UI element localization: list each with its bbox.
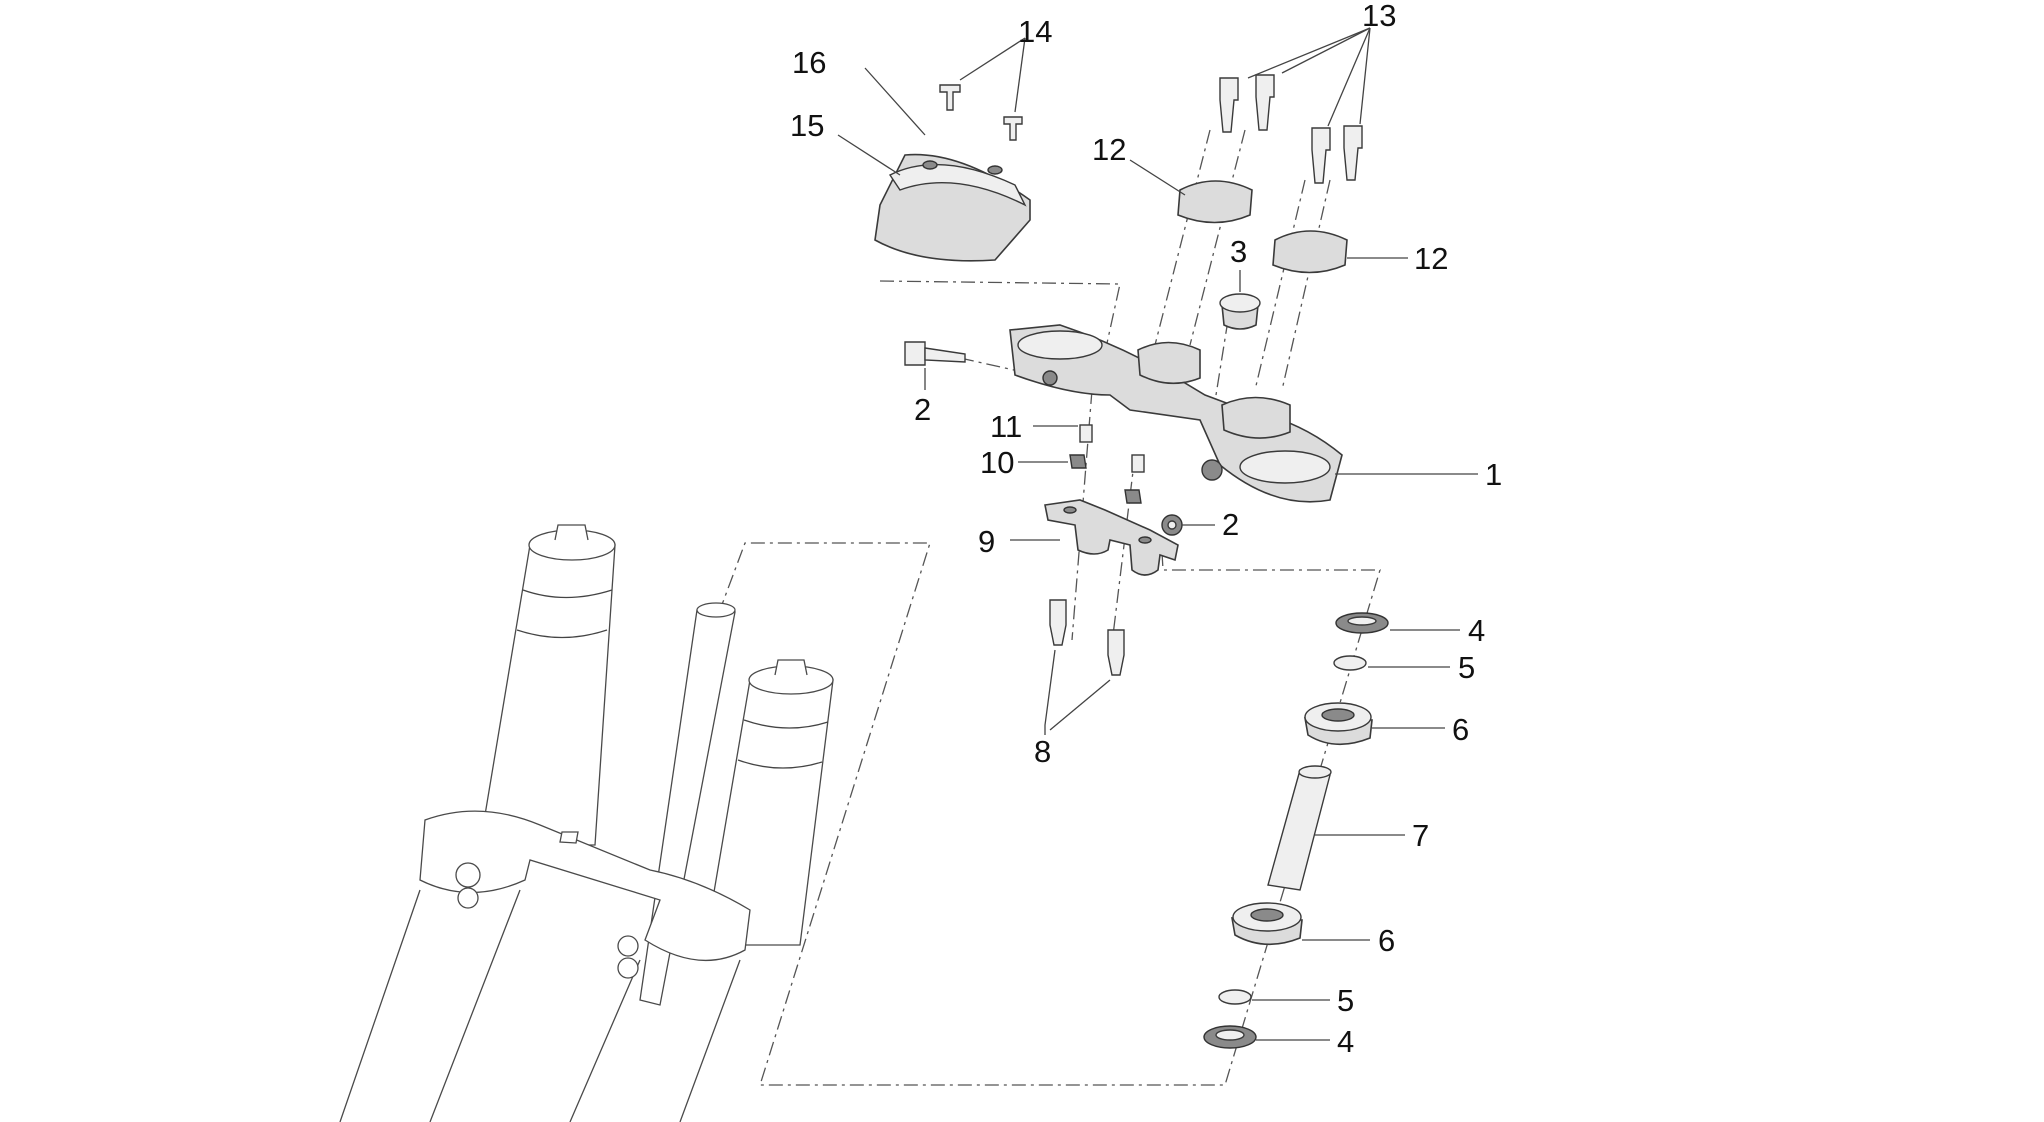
upper-triple-clamp-1 bbox=[1009, 324, 1343, 503]
callout-6-top: 6 bbox=[1452, 712, 1469, 747]
callout-15: 15 bbox=[790, 108, 824, 143]
callout-16: 16 bbox=[792, 45, 826, 80]
bolts-13 bbox=[1219, 74, 1363, 184]
bolt-2-right bbox=[1161, 514, 1183, 536]
callout-6-bottom: 6 bbox=[1378, 923, 1395, 958]
callout-1: 1 bbox=[1485, 457, 1502, 492]
callout-2-right: 2 bbox=[1222, 507, 1239, 542]
callout-12-right: 12 bbox=[1414, 241, 1448, 276]
fork-assembly bbox=[339, 524, 834, 1122]
callout-numbers: 1 2 2 3 4 5 6 7 6 5 4 8 9 10 11 12 12 13… bbox=[790, 0, 1502, 1059]
nuts-10 bbox=[1069, 454, 1142, 504]
bearing-6-bottom bbox=[1231, 902, 1303, 946]
callout-3: 3 bbox=[1230, 234, 1247, 269]
callout-5-top: 5 bbox=[1458, 650, 1475, 685]
callout-14: 14 bbox=[1018, 14, 1052, 49]
bush-3 bbox=[1219, 293, 1261, 330]
callout-5-bottom: 5 bbox=[1337, 983, 1354, 1018]
washer-5-top bbox=[1333, 655, 1367, 671]
callout-11: 11 bbox=[990, 409, 1022, 444]
callout-10: 10 bbox=[980, 445, 1014, 480]
callout-8: 8 bbox=[1034, 734, 1051, 769]
callout-12-left: 12 bbox=[1092, 132, 1126, 167]
handlebar-clamps-12 bbox=[1177, 180, 1348, 274]
tube-7 bbox=[1267, 765, 1332, 891]
handlebar-holder-9 bbox=[1044, 499, 1179, 576]
bolts-8 bbox=[1049, 599, 1125, 676]
dust-seal-4-top bbox=[1335, 612, 1389, 634]
steering-cap bbox=[874, 153, 1031, 262]
bolt-2-left bbox=[904, 341, 966, 366]
bearing-6-top bbox=[1304, 702, 1373, 746]
callout-2-left: 2 bbox=[914, 392, 931, 427]
callout-4-top: 4 bbox=[1468, 613, 1485, 648]
washer-5-bottom bbox=[1218, 989, 1252, 1005]
spacers-11 bbox=[1079, 424, 1145, 473]
dust-seal-4-bottom bbox=[1203, 1025, 1257, 1049]
callout-13: 13 bbox=[1362, 0, 1396, 33]
leader-lines bbox=[837, 27, 1478, 1041]
screws-14 bbox=[939, 84, 1023, 141]
callout-7: 7 bbox=[1412, 818, 1429, 853]
callout-4-bottom: 4 bbox=[1337, 1024, 1354, 1059]
callout-9: 9 bbox=[978, 524, 995, 559]
